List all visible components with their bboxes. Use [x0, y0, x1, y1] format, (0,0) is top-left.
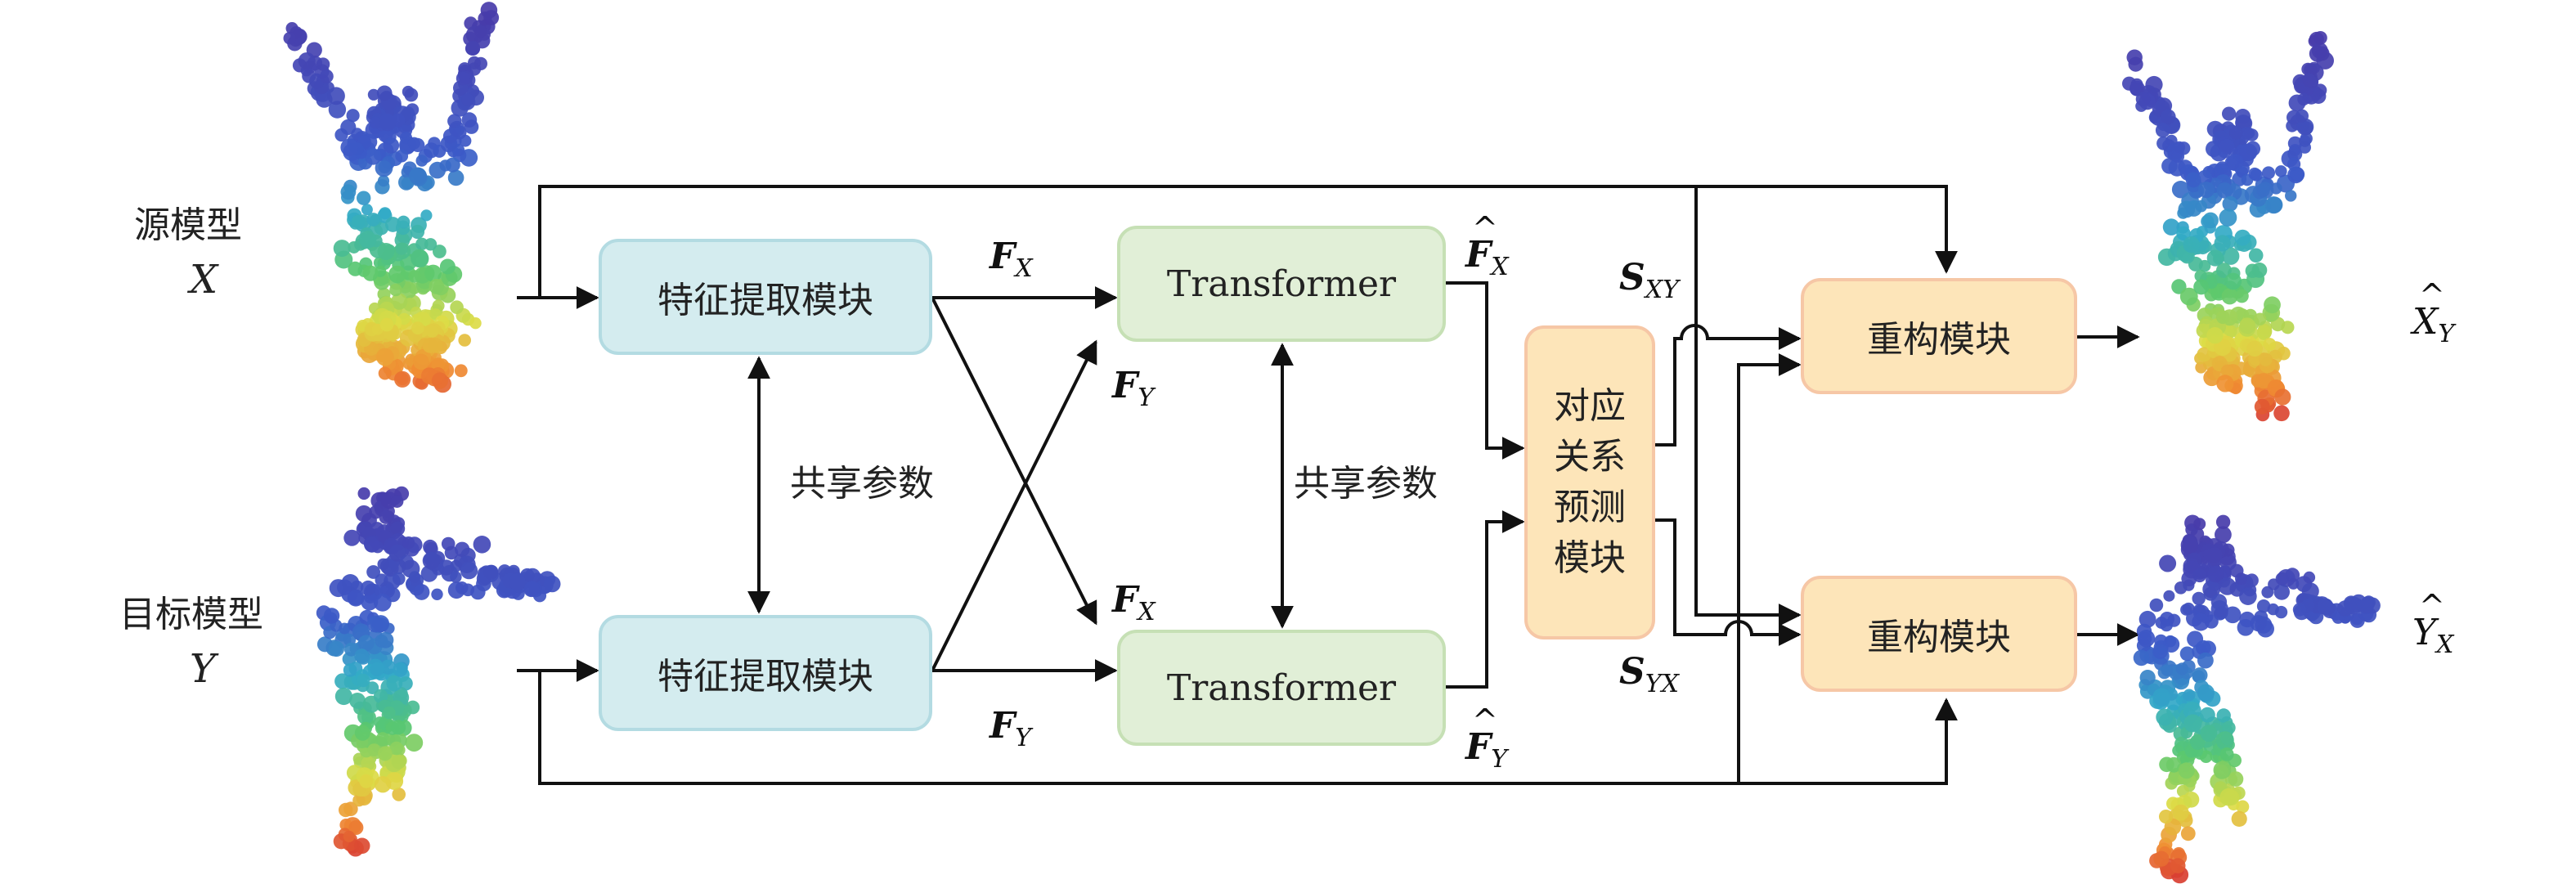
- reconstruction-module-bottom: 重构模块: [1801, 576, 2077, 692]
- target-model-symbol: Y: [190, 646, 216, 692]
- arrow-cross-bottom-to-top: [931, 339, 1097, 671]
- feature-extractor-bottom: 特征提取模块: [599, 615, 932, 731]
- transformer-bottom: Transformer: [1117, 630, 1446, 746]
- reconstruction-module-top: 重构模块: [1801, 278, 2077, 394]
- source-model-label: 源模型: [134, 204, 242, 246]
- top-bypass-drop: [1694, 186, 1802, 626]
- label-fx-cross-bottom: FX: [1112, 579, 1156, 626]
- point-cloud-source: [283, 2, 500, 393]
- point-cloud-target: [316, 486, 561, 857]
- target-model-label: 目标模型: [119, 594, 263, 635]
- bottom-bypass-rise: [1737, 353, 1802, 783]
- correspondence-prediction-module: 对应 关系 预测 模块: [1524, 325, 1655, 639]
- label-s-xy: SXY: [1619, 257, 1679, 304]
- arrow-s-xy: [1655, 324, 1802, 446]
- top-bypass-line: [538, 185, 1958, 298]
- label-fy-cross-top: FY: [1112, 365, 1155, 412]
- label-fy-hat: FY: [1465, 705, 1507, 772]
- shared-params-left: 共享参数: [790, 463, 934, 505]
- arrow-fy-hat: [1446, 510, 1525, 689]
- transformer-top: Transformer: [1117, 226, 1446, 342]
- output-symbol-top: XY: [2412, 280, 2454, 347]
- arrow-cross-top-to-bottom: [931, 297, 1097, 626]
- correspondence-line-3: 预测: [1554, 487, 1626, 528]
- label-fx-hat: FX: [1465, 213, 1509, 280]
- label-fy-bottom: FY: [990, 705, 1032, 752]
- bottom-bypass-line: [538, 671, 1958, 785]
- output-symbol-bottom: YX: [2412, 590, 2453, 657]
- point-cloud-output-top: [2122, 31, 2334, 422]
- label-fx-top: FX: [990, 236, 1033, 283]
- point-cloud-output-bottom: [2133, 514, 2381, 884]
- source-model-symbol: X: [190, 257, 218, 303]
- correspondence-line-2: 关系: [1554, 436, 1626, 478]
- correspondence-line-4: 模块: [1554, 537, 1626, 579]
- correspondence-line-1: 对应: [1554, 385, 1626, 427]
- shared-params-right: 共享参数: [1294, 463, 1438, 505]
- label-s-yx: SYX: [1619, 651, 1679, 698]
- arrow-s-yx: [1655, 518, 1802, 646]
- feature-extractor-top: 特征提取模块: [599, 239, 932, 355]
- arrow-fx-hat: [1446, 281, 1525, 460]
